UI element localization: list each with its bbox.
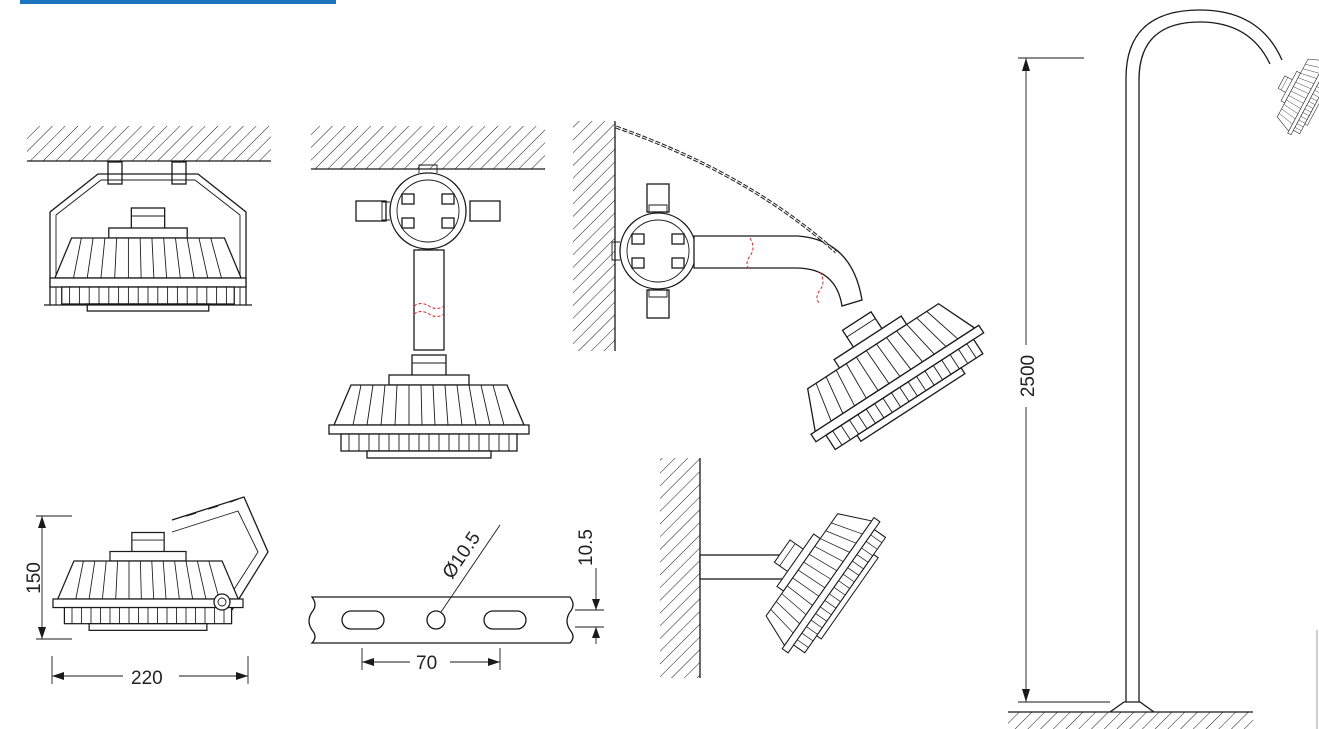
wall-straight-arm-view — [660, 458, 897, 678]
ceiling-mount-bracket-view — [27, 126, 271, 312]
pole-height-label: 2500 — [1018, 355, 1039, 397]
slot-spacing-label: 70 — [416, 653, 437, 674]
ceiling-pendant-view — [311, 126, 545, 459]
bracket-offset-label: 10.5 — [576, 529, 597, 566]
pole-mount-view — [1008, 9, 1319, 729]
wall-elbow-chain-view — [573, 121, 998, 463]
mounting-strap-detail — [308, 524, 604, 674]
lamp-width-label: 220 — [131, 668, 163, 689]
side-bracket-view — [36, 496, 269, 688]
header-accent-bar — [20, 0, 336, 4]
lamp-height-label: 150 — [24, 562, 45, 594]
hole-diameter-label: Ø10.5 — [439, 528, 485, 583]
